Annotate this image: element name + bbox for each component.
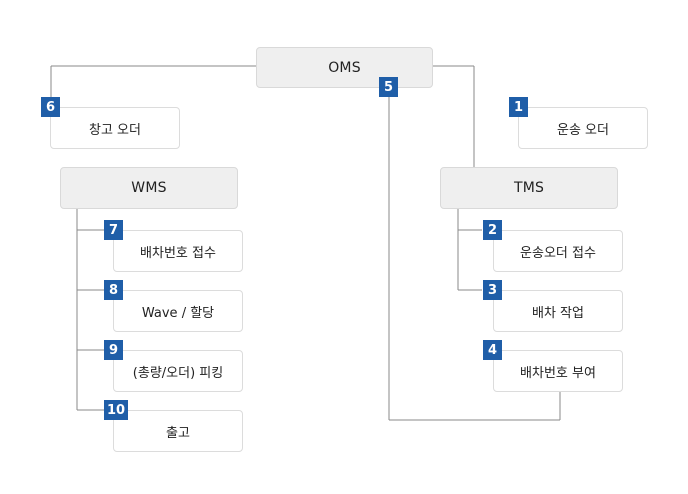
transport-order-node: 운송 오더: [518, 107, 648, 149]
wms-label: WMS: [131, 180, 167, 196]
tms-child-label: 운송오더 접수: [520, 245, 596, 261]
step-badge-1: 1: [509, 97, 528, 117]
wms-child-label: Wave / 할당: [141, 305, 215, 321]
step-badge-7: 7: [104, 220, 123, 240]
step-badge-3: 3: [483, 280, 502, 300]
wms-child-node: 배차번호 접수: [113, 230, 243, 272]
tms-child-node: 운송오더 접수: [493, 230, 623, 272]
wms-child-label: (총량/오더) 피킹: [132, 365, 224, 381]
tms-label: TMS: [513, 180, 545, 196]
tms-node: TMS: [440, 167, 618, 209]
wms-child-node: (총량/오더) 피킹: [113, 350, 243, 392]
tms-child-node: 배차 작업: [493, 290, 623, 332]
step-badge-2: 2: [483, 220, 502, 240]
warehouse-order-node: 창고 오더: [50, 107, 180, 149]
step-badge-9: 9: [104, 340, 123, 360]
tms-child-node: 배차번호 부여: [493, 350, 623, 392]
tms-child-label: 배차번호 부여: [520, 365, 596, 381]
oms-node: OMS: [256, 47, 433, 88]
wms-child-label: 출고: [166, 425, 190, 441]
step-badge-8: 8: [104, 280, 123, 300]
oms-label: OMS: [328, 59, 361, 76]
step-badge-6: 6: [41, 97, 60, 117]
step-badge-5: 5: [379, 77, 398, 97]
step-badge-10: 10: [104, 400, 129, 420]
tms-child-label: 배차 작업: [532, 305, 584, 321]
wms-child-node: 출고: [113, 410, 243, 452]
wms-child-label: 배차번호 접수: [140, 245, 216, 261]
warehouse-order-label: 창고 오더: [89, 122, 141, 138]
wms-node: WMS: [60, 167, 238, 209]
step-badge-4: 4: [483, 340, 502, 360]
transport-order-label: 운송 오더: [557, 122, 609, 138]
wms-child-node: Wave / 할당: [113, 290, 243, 332]
